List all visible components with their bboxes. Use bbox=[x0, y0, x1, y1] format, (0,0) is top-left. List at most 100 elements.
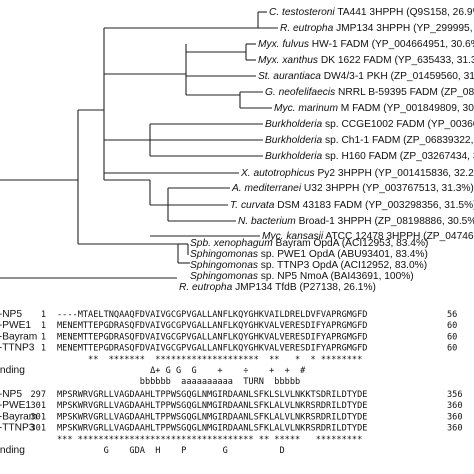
alignment-row-start: 1 bbox=[41, 321, 46, 331]
leaf-detail: sp. PWE1 OpdA (ABU93401, 83.4%) bbox=[258, 249, 428, 260]
alignment-row-start: 301 bbox=[30, 401, 46, 411]
alignment-row-name: A-NP5 bbox=[0, 389, 22, 400]
alignment-row-name: A-TTNP3 bbox=[0, 423, 35, 434]
alignment-sequence: MPSRWRVGRLLVAGDAAHLTPPWSGQGLNMGIRDAANLSF… bbox=[57, 390, 367, 400]
alignment-row-end: 356 bbox=[447, 390, 463, 400]
leaf-detail: DW4/3-1 PKH (ZP_01459560, 31.5%) bbox=[321, 71, 474, 82]
alignment-sequence: MPSKWRVGRLLVAGDAAHLTPPWSGQGLNMGIRDAANLSF… bbox=[57, 401, 367, 411]
leaf-detail: ATCC 12478 3HPPH (ZP_04746966, 31.7 bbox=[323, 231, 474, 242]
leaf-detail: sp. NP5 NmoA (BAI43691, 100%) bbox=[258, 271, 414, 282]
leaf-detail: JMP134 3HPPH (YP_299995, 31.6%) bbox=[333, 23, 474, 34]
leaf-genus: Sphingomonas bbox=[190, 271, 258, 282]
alignment-sequence: MPSKWRVGRLLVAGDAAHLTPPWSGQGLNMGIRDAANLSF… bbox=[57, 412, 367, 422]
conservation-line: *** ********************************** *… bbox=[57, 435, 362, 445]
tree-leaf-label: R. eutropha JMP134 3HPPH (YP_299995, 31.… bbox=[280, 23, 474, 34]
alignment-row-start: 301 bbox=[30, 412, 46, 422]
alignment-block-1: A-NP5 1 ----MTAELTNQAAQFDVAIVGCGPVGALLANFL… bbox=[0, 309, 457, 387]
leaf-detail: DSM 43183 FADM (YP_003298356, 31.5%) bbox=[274, 200, 474, 211]
tree-leaf-label: Sphingomonas sp. PWE1 OpdA (ABU93401, 83… bbox=[190, 249, 428, 260]
leaf-genus: Spb. xenophagum bbox=[190, 238, 273, 249]
tree-leaf-label: R. eutropha JMP134 TfdB (P27138, 26.1%) bbox=[179, 282, 376, 293]
tree-leaf-label: Burkholderia sp. H160 FADM (ZP_03267434,… bbox=[265, 151, 474, 162]
tree-leaf-label: G. neofelifaecis NRRL B-59395 FADM (ZP_0… bbox=[265, 87, 474, 98]
motif-symbols: G GDA H P G D bbox=[57, 446, 285, 456]
leaf-genus: Myc. marinum bbox=[274, 103, 338, 114]
leaf-detail: sp. CCGE1002 FADM (YP_003609214, 32. bbox=[322, 119, 474, 130]
binding-label: binding bbox=[0, 445, 25, 456]
leaf-detail: JMP134 TfdB (P27138, 26.1%) bbox=[232, 282, 376, 293]
tree-leaf-label: N. bacterium Broad-1 3HPPH (ZP_08198886,… bbox=[238, 216, 474, 227]
alignment-row-start: 1 bbox=[41, 332, 46, 342]
leaf-detail: NRRL B-59395 FADM (ZP_08206509, 30 bbox=[335, 87, 474, 98]
tree-leaf-label: Myc. kansasii ATCC 12478 3HPPH (ZP_04746… bbox=[262, 231, 474, 242]
leaf-genus: Burkholderia bbox=[265, 151, 323, 162]
alignment-row-end: 60 bbox=[447, 332, 457, 342]
tree-leaf-label: X. autotrophicus Py2 3HPPH (YP_001415836… bbox=[240, 168, 474, 179]
leaf-detail: TA441 3HPPH (Q9S158, 26.9%) bbox=[335, 7, 474, 18]
leaf-genus: G. neofelifaecis bbox=[265, 87, 335, 98]
leaf-genus: A. mediterranei bbox=[231, 183, 302, 194]
tree-leaf-label: Myx. xanthus DK 1622 FADM (YP_635433, 31… bbox=[258, 55, 474, 66]
leaf-detail: DK 1622 FADM (YP_635433, 31.3%) bbox=[318, 55, 474, 66]
alignment-sequence: MPSKWRVGRLLVAGDAAHLTPPWSGQGLNMGIRDAANLSF… bbox=[57, 424, 367, 434]
alignment-row-name: A-PWE1 bbox=[0, 320, 31, 331]
leaf-genus: Sphingomonas bbox=[190, 260, 258, 271]
tree-leaf-label: Burkholderia sp. CCGE1002 FADM (YP_00360… bbox=[265, 119, 474, 130]
leaf-genus: X. autotrophicus bbox=[240, 168, 315, 179]
tree-leaf-label: A. mediterranei U32 3HPPH (YP_003767513,… bbox=[231, 183, 474, 194]
tree-leaf-label: Sphingomonas sp. TTNP3 OpdA (ACI12952, 8… bbox=[190, 260, 427, 271]
leaf-genus: Myc. kansasii bbox=[262, 231, 324, 242]
leaf-detail: Py2 3HPPH (YP_001415836, 32.2%) bbox=[315, 168, 474, 179]
alignment-sequence: MENEMTTEPGDRASQFDVAIVGCGPVGALLANFLKQYGHK… bbox=[57, 344, 367, 354]
alignment-sequence: ----MTAELTNQAAQFDVAIVGCGPVGALLANFLKQYGHK… bbox=[57, 310, 367, 320]
leaf-detail: Bayram OpdA (ACI12953, 83.4%) bbox=[273, 238, 429, 249]
alignment-row-end: 360 bbox=[447, 424, 463, 434]
alignment-row-end: 360 bbox=[447, 401, 463, 411]
tree-leaf-labels: C. testosteroni TA441 3HPPH (Q9S158, 26.… bbox=[179, 7, 474, 293]
leaf-genus: Sphingomonas bbox=[190, 249, 258, 260]
alignment-block-2: A-NP5 297 MPSRWRVGRLLVAGDAAHLTPPWSGQGLNMGI… bbox=[0, 389, 463, 456]
leaf-genus: Myx. fulvus bbox=[258, 39, 309, 50]
tree-leaf-label: Burkholderia sp. Ch1-1 FADM (ZP_06839322… bbox=[265, 135, 474, 146]
alignment-sequence: MENEMTTEPGDRASQFDVAIVGCGPVGALLANFLKQYGHK… bbox=[57, 321, 367, 331]
leaf-detail: sp. Ch1-1 FADM (ZP_06839322, 30.8%) bbox=[322, 135, 474, 146]
leaf-genus: C. testosteroni bbox=[269, 7, 335, 18]
leaf-genus: Burkholderia bbox=[265, 119, 323, 130]
leaf-detail: Broad-1 3HPPH (ZP_08198886, 30.5%) bbox=[296, 216, 474, 227]
tree-leaf-label: T. curvata DSM 43183 FADM (YP_003298356,… bbox=[230, 200, 474, 211]
motif-symbols: Δ+ G G G + ÷ + + # bbox=[57, 366, 306, 376]
alignment-row-name: A-Bayram bbox=[0, 331, 37, 342]
tree-leaf-label: Myx. fulvus HW-1 FADM (YP_004664951, 30.… bbox=[258, 39, 474, 50]
tree-branches bbox=[0, 11, 278, 279]
leaf-genus: R. eutropha bbox=[179, 282, 233, 293]
conservation-line: ** ******* ******************** ** * * *… bbox=[57, 355, 362, 365]
alignment-row-start: 301 bbox=[30, 424, 46, 434]
alignment-row-start: 297 bbox=[30, 390, 46, 400]
alignment-row-name: A-PWE1 bbox=[0, 400, 31, 411]
leaf-genus: N. bacterium bbox=[238, 216, 296, 227]
leaf-genus: T. curvata bbox=[230, 200, 275, 211]
leaf-genus: R. eutropha bbox=[280, 23, 334, 34]
tree-leaf-label: Myc. marinum M FADM (YP_001849809, 30.6%… bbox=[274, 103, 474, 114]
alignment-row-end: 60 bbox=[447, 344, 457, 354]
leaf-genus: Burkholderia bbox=[265, 135, 323, 146]
alignment-row-end: 360 bbox=[447, 412, 463, 422]
alignment-row-start: 1 bbox=[41, 310, 46, 320]
alignment-row-end: 56 bbox=[447, 310, 457, 320]
alignment-row-name: A-TTNP3 bbox=[0, 343, 35, 354]
motif-structure: bbbbbb aaaaaaaaaa TURN bbbbb bbox=[57, 377, 300, 387]
tree-leaf-label: St. aurantiaca DW4/3-1 PKH (ZP_01459560,… bbox=[258, 71, 474, 82]
leaf-detail: U32 3HPPH (YP_003767513, 31.3%) bbox=[301, 183, 474, 194]
alignment-row-name: A-NP5 bbox=[0, 309, 22, 320]
alignment-row-start: 1 bbox=[41, 344, 46, 354]
tree-leaf-label: C. testosteroni TA441 3HPPH (Q9S158, 26.… bbox=[269, 7, 474, 18]
alignment-row-name: A-Bayram bbox=[0, 411, 37, 422]
leaf-genus: Myx. xanthus bbox=[258, 55, 318, 66]
alignment-sequence: MENEMTTEPGDRASQFDVAIVGCGPVGALLANFLKQYGHK… bbox=[57, 332, 367, 342]
binding-label: binding bbox=[0, 365, 25, 376]
tree-leaf-label: Sphingomonas sp. NP5 NmoA (BAI43691, 100… bbox=[190, 271, 414, 282]
leaf-detail: HW-1 FADM (YP_004664951, 30.6%) bbox=[309, 39, 474, 50]
leaf-detail: sp. TTNP3 OpdA (ACI12952, 83.0%) bbox=[258, 260, 427, 271]
